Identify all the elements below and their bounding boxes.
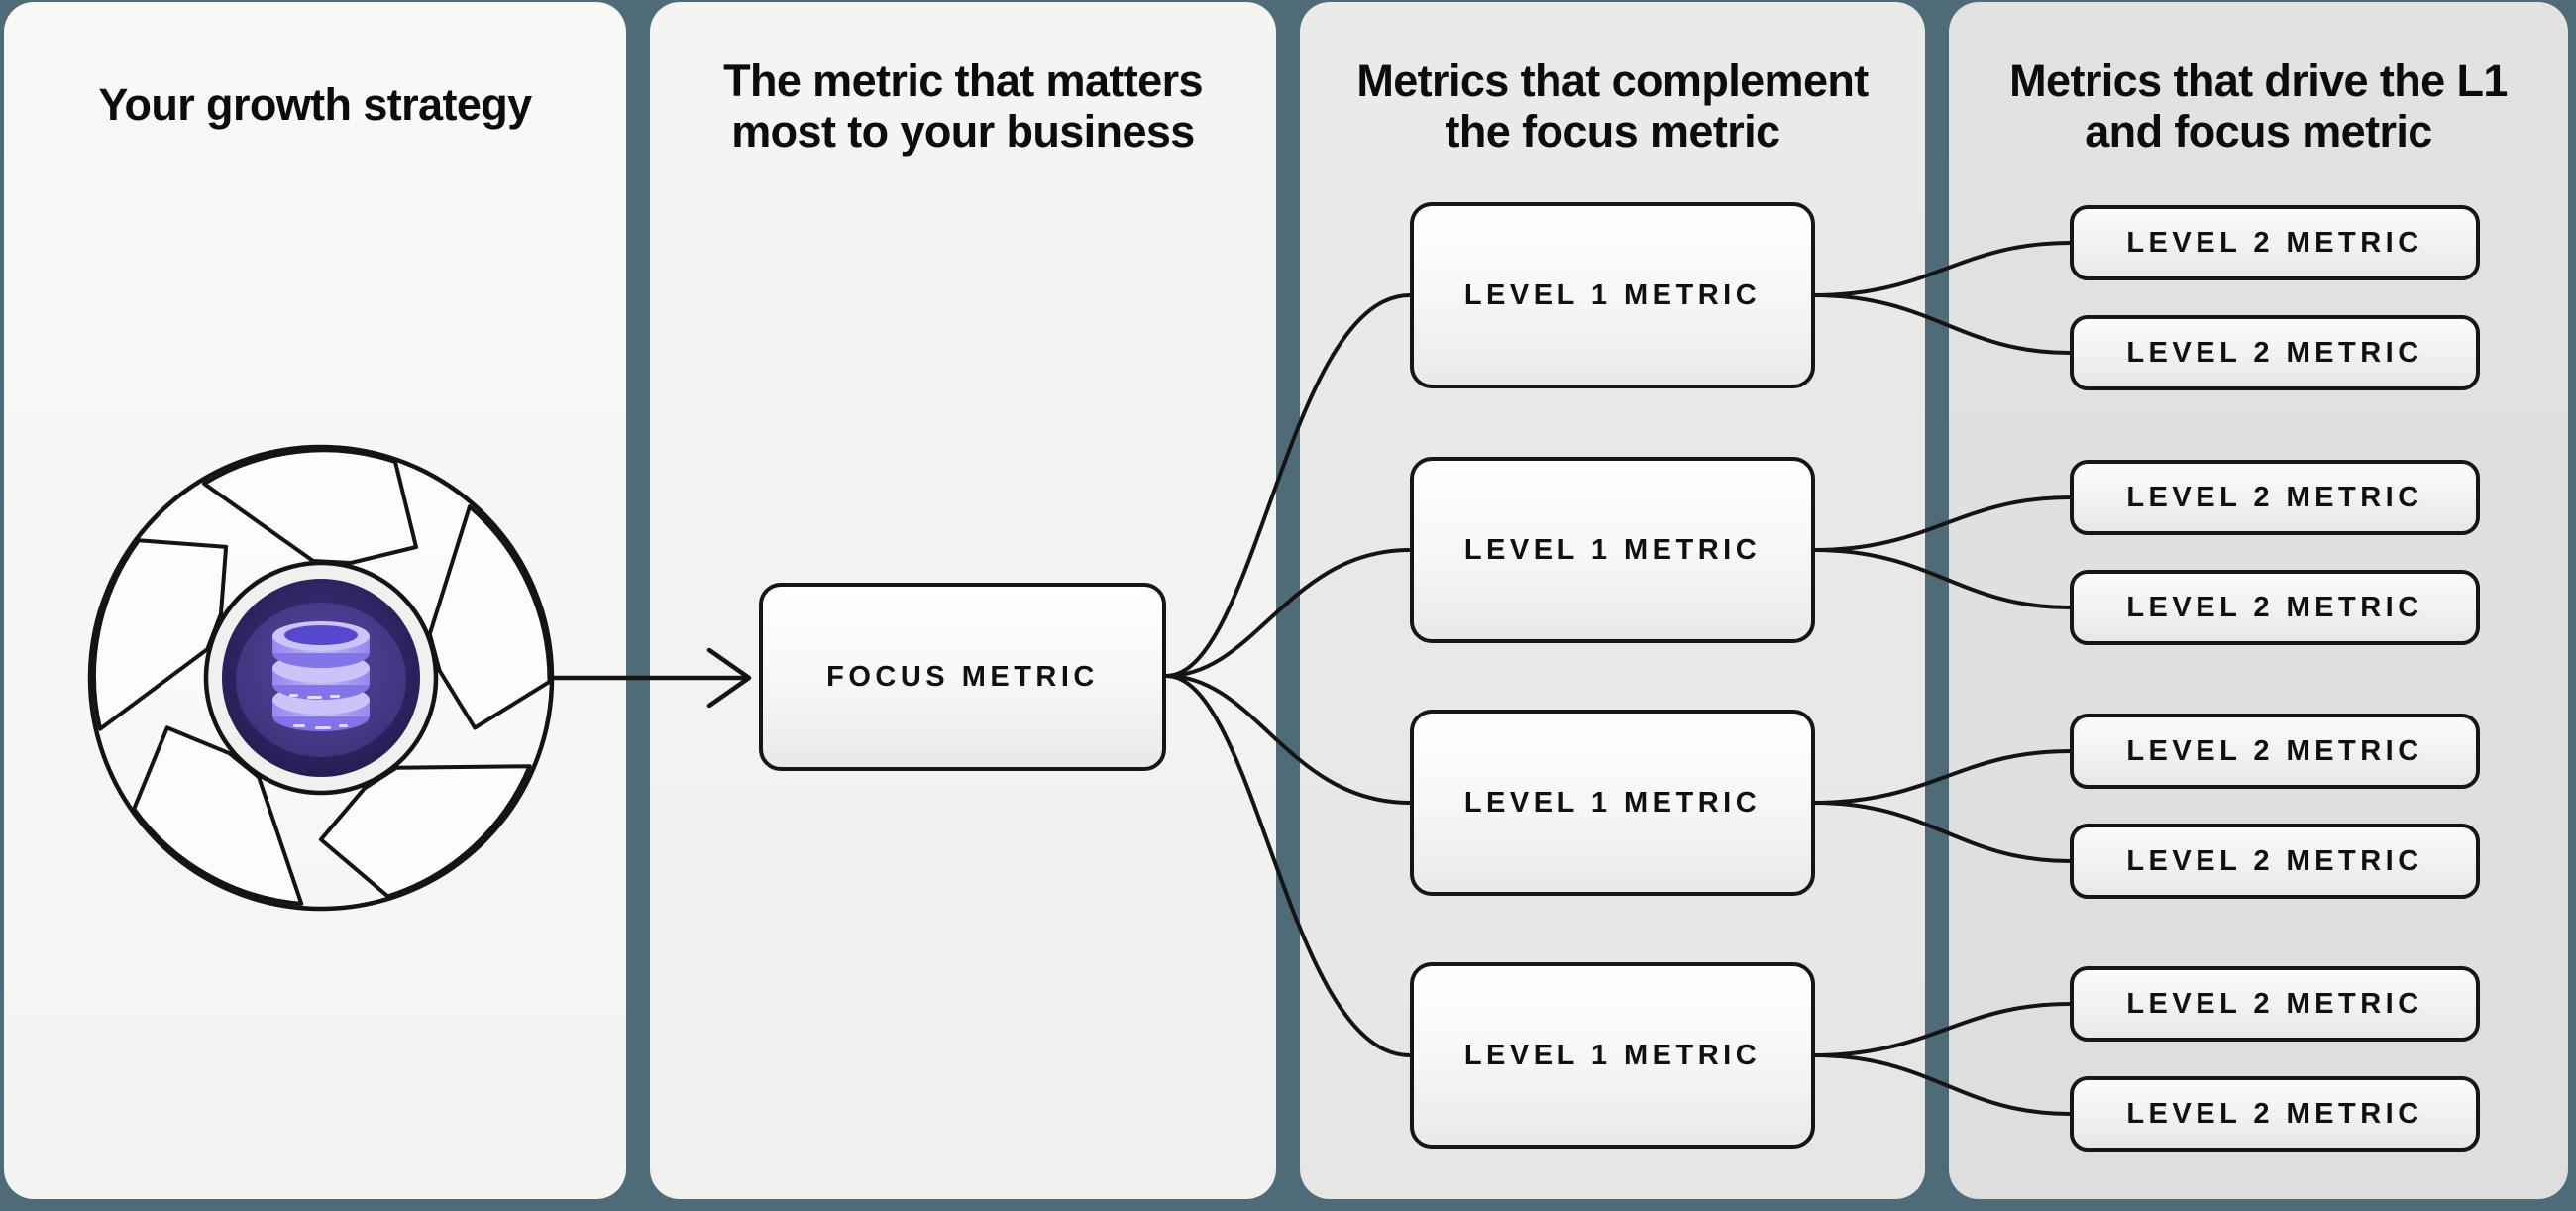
level-1-metric-label: LEVEL 1 METRIC — [1463, 1039, 1762, 1071]
panel-title-line-2: the focus metric — [1445, 106, 1781, 157]
panel-title-line-2: and focus metric — [2085, 106, 2432, 157]
panel-title-line-1: Metrics that drive the L1 — [2009, 55, 2508, 106]
level-2-metric-box: LEVEL 2 METRIC — [2070, 315, 2480, 390]
level-2-metric-label: LEVEL 2 METRIC — [2126, 734, 2423, 767]
panel-title-growth-strategy: Your growth strategy — [98, 79, 532, 130]
panel-title-focus-metric: The metric that matters most to your bus… — [650, 55, 1276, 157]
level-1-metric-box: LEVEL 1 METRIC — [1410, 710, 1815, 896]
level-1-metric-box: LEVEL 1 METRIC — [1410, 202, 1815, 388]
level-1-metric-label: LEVEL 1 METRIC — [1463, 533, 1762, 566]
level-1-metric-box: LEVEL 1 METRIC — [1410, 457, 1815, 643]
panel-title-line-1: The metric that matters — [723, 55, 1203, 106]
panel-growth-strategy: Your growth strategy — [4, 2, 626, 1199]
level-2-metric-label: LEVEL 2 METRIC — [2126, 987, 2423, 1020]
level-2-metric-label: LEVEL 2 METRIC — [2126, 844, 2423, 877]
level-1-metric-box: LEVEL 1 METRIC — [1410, 962, 1815, 1149]
panel-title-level-1: Metrics that complement the focus metric — [1300, 55, 1925, 157]
level-2-metric-label: LEVEL 2 METRIC — [2126, 591, 2423, 623]
level-1-metric-label: LEVEL 1 METRIC — [1463, 278, 1762, 311]
focus-metric-box: FOCUS METRIC — [759, 583, 1166, 771]
level-2-metric-box: LEVEL 2 METRIC — [2070, 205, 2480, 280]
panel-title-level-2: Metrics that drive the L1 and focus metr… — [1949, 55, 2568, 157]
panel-title-line-2: most to your business — [731, 106, 1195, 157]
panel-title-line-1: Metrics that complement — [1356, 55, 1869, 106]
level-1-metric-label: LEVEL 1 METRIC — [1463, 786, 1762, 819]
level-2-metric-box: LEVEL 2 METRIC — [2070, 1076, 2480, 1152]
level-2-metric-box: LEVEL 2 METRIC — [2070, 570, 2480, 645]
focus-metric-label: FOCUS METRIC — [826, 660, 1099, 693]
level-2-metric-box: LEVEL 2 METRIC — [2070, 824, 2480, 899]
level-2-metric-label: LEVEL 2 METRIC — [2126, 336, 2423, 369]
level-2-metric-box: LEVEL 2 METRIC — [2070, 714, 2480, 789]
level-2-metric-label: LEVEL 2 METRIC — [2126, 226, 2423, 259]
level-2-metric-label: LEVEL 2 METRIC — [2126, 1097, 2423, 1130]
level-2-metric-box: LEVEL 2 METRIC — [2070, 460, 2480, 535]
level-2-metric-box: LEVEL 2 METRIC — [2070, 966, 2480, 1042]
level-2-metric-label: LEVEL 2 METRIC — [2126, 481, 2423, 513]
